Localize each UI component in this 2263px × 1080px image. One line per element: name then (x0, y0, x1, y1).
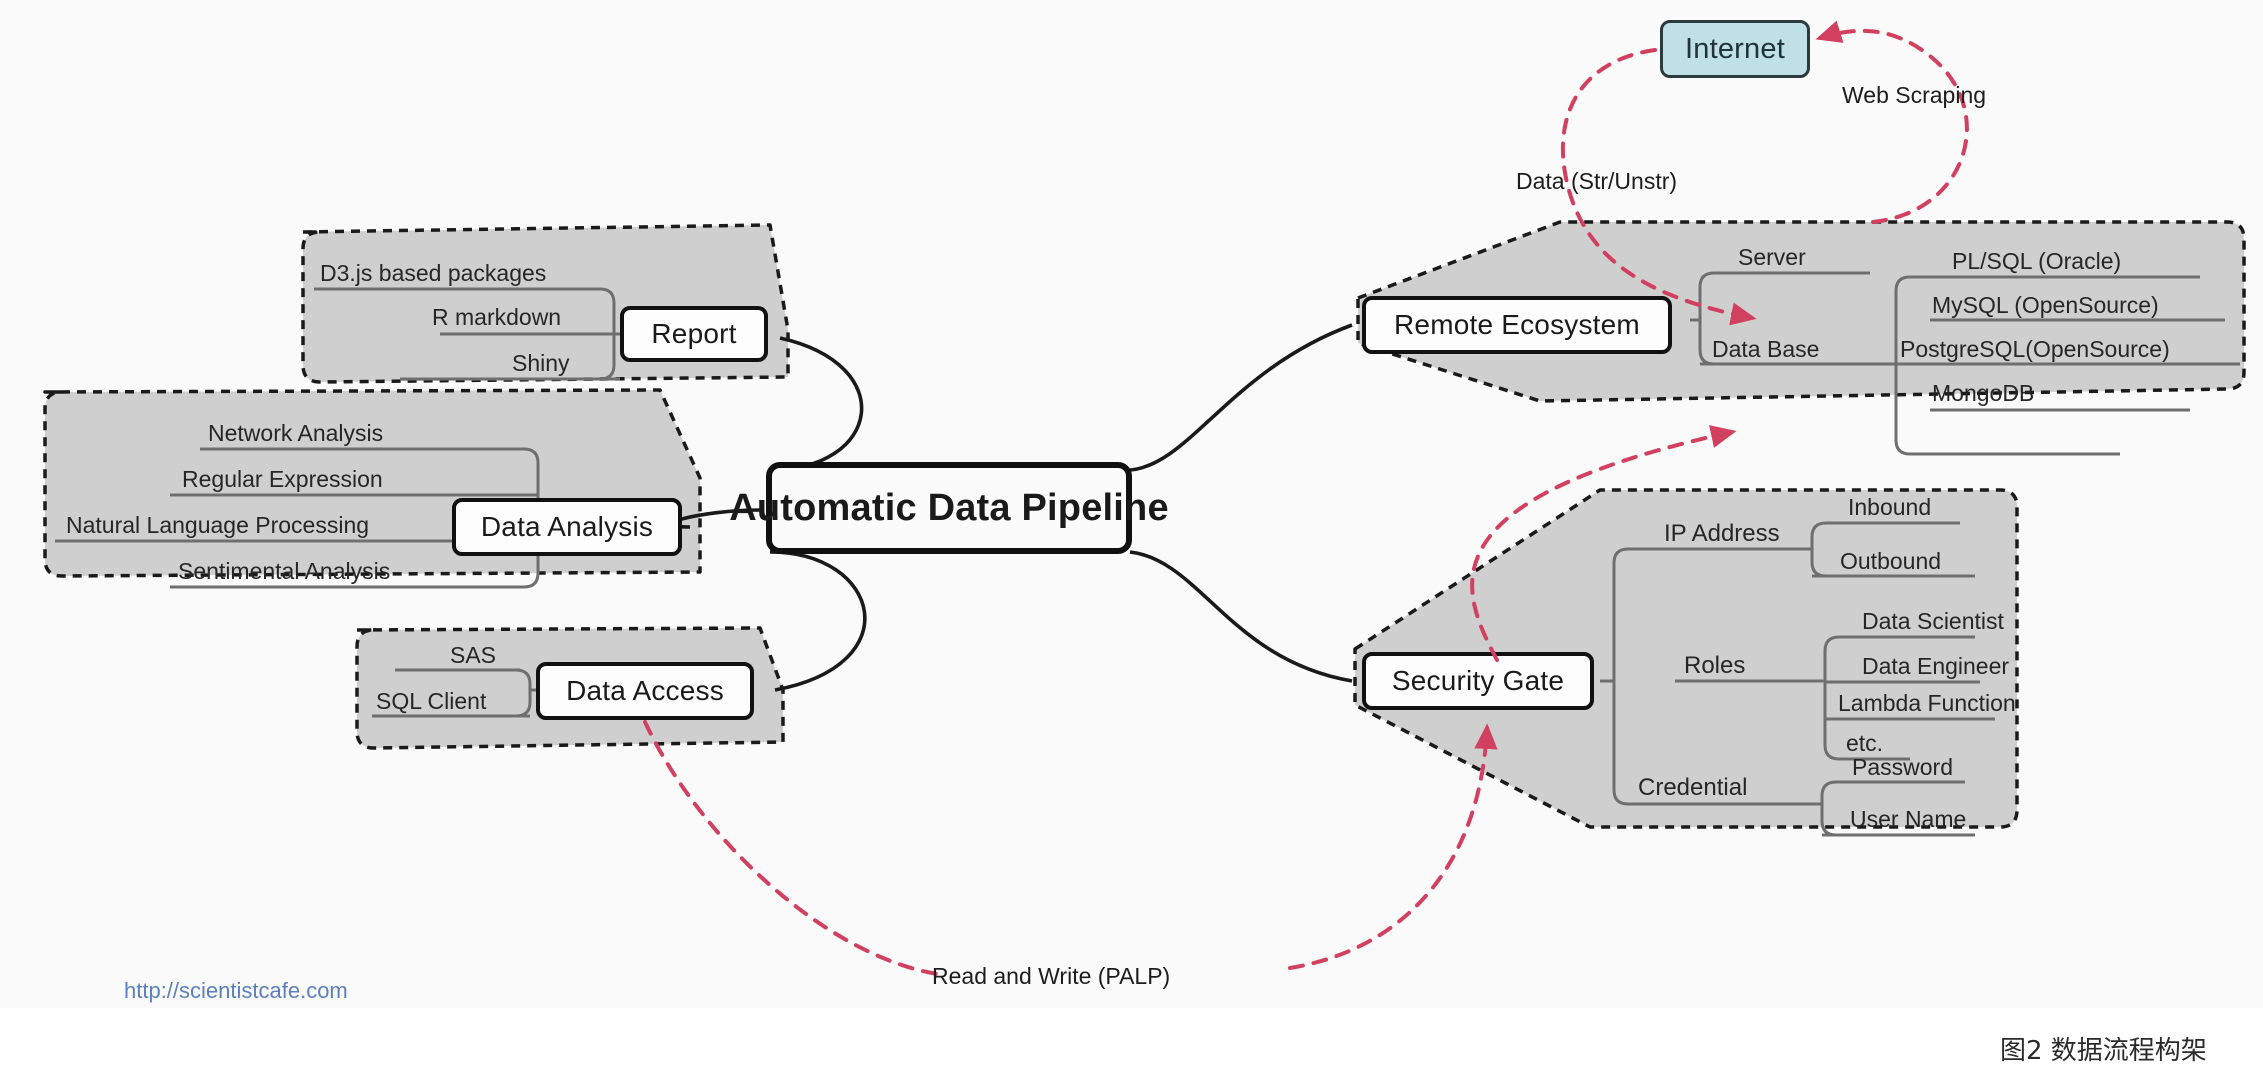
node-label: Report (651, 318, 737, 349)
leaf-report-r-markdown: R markdown (432, 306, 561, 329)
leaf-analysis-sentiment: Sentimental Analysis (178, 560, 390, 583)
leaf-remote-data-base: Data Base (1712, 338, 1819, 361)
leaf-ip-inbound: Inbound (1848, 496, 1931, 519)
node-label: Internet (1685, 32, 1785, 65)
leaf-label: Lambda Function (1838, 690, 2016, 716)
leaf-analysis-regex: Regular Expression (182, 468, 383, 491)
leaf-access-sql-client: SQL Client (376, 690, 486, 713)
leaf-label: Password (1852, 754, 1953, 780)
node-automatic-data-pipeline[interactable]: Automatic Data Pipeline (729, 462, 1169, 554)
flow-arrow-read-write-left (643, 720, 946, 977)
url-text: http://scientistcafe.com (124, 978, 348, 1003)
leaf-security-roles: Roles (1684, 654, 1745, 678)
leaf-label: Outbound (1840, 548, 1942, 574)
security-gate-brackets (1600, 521, 1995, 837)
leaf-label: R markdown (432, 304, 562, 330)
flow-arrow-web-scraping (1815, 20, 1969, 224)
cloud-remote-ecosystem (1356, 220, 2246, 403)
leaf-label: SQL Client (376, 688, 487, 714)
leaf-label: Inbound (1848, 494, 1932, 520)
leaf-label: Server (1738, 244, 1806, 270)
leaf-report-shiny: Shiny (512, 352, 570, 375)
node-data-analysis[interactable]: Data Analysis (452, 498, 682, 556)
leaf-credential-password: Password (1852, 756, 1953, 779)
flow-arrow-data-str-unstr (1560, 48, 1757, 326)
leaf-label: SAS (450, 642, 497, 668)
leaf-role-data-scientist: Data Scientist (1862, 610, 2004, 633)
node-report[interactable]: Report (620, 306, 768, 362)
leaf-label: Regular Expression (182, 466, 383, 492)
leaf-label: Natural Language Processing (66, 512, 370, 538)
node-label: Security Gate (1391, 665, 1565, 696)
leaf-role-data-engineer: Data Engineer (1862, 655, 2009, 678)
leaf-role-etc: etc. (1846, 732, 1883, 755)
leaf-label: Data Engineer (1862, 653, 2010, 679)
leaf-security-ip-address: IP Address (1664, 522, 1780, 546)
flow-arrow-read-write-right (1288, 723, 1498, 970)
caption-text: 图2 数据流程构架 (2000, 1036, 2207, 1066)
center-connectors (669, 323, 1353, 692)
leaf-db-mysql: MySQL (OpenSource) (1932, 294, 2159, 317)
leaf-label: PL/SQL (Oracle) (1952, 248, 2122, 274)
leaf-role-lambda-function: Lambda Function (1838, 692, 2016, 715)
leaf-label: Data Scientist (1862, 608, 2004, 634)
flow-label: Web Scraping (1842, 82, 1987, 108)
leaf-label: IP Address (1664, 520, 1780, 547)
leaf-label: D3.js based packages (320, 260, 547, 286)
leaf-label: Shiny (512, 350, 570, 376)
node-security-gate[interactable]: Security Gate (1362, 652, 1594, 710)
leaf-access-sas: SAS (450, 644, 496, 667)
leaf-db-plsql-oracle: PL/SQL (Oracle) (1952, 250, 2121, 273)
leaf-label: etc. (1846, 730, 1884, 756)
node-data-access[interactable]: Data Access (536, 662, 754, 720)
leaf-security-credential: Credential (1638, 776, 1747, 800)
connector-security-gate (1129, 550, 1353, 683)
node-label: Remote Ecosystem (1394, 309, 1640, 340)
leaf-label: Credential (1638, 774, 1748, 801)
leaf-label: Sentimental Analysis (178, 558, 391, 584)
flow-label: Data (Str/Unstr) (1516, 168, 1678, 194)
leaf-label: MySQL (OpenSource) (1932, 292, 2159, 318)
leaf-ip-outbound: Outbound (1840, 550, 1941, 573)
cloud-security-gate (1353, 488, 2019, 829)
label-read-and-write: Read and Write (PALP) (932, 963, 1170, 990)
connector-remote-ecosystem (1129, 323, 1353, 472)
figure-caption: 图2 数据流程构架 (2000, 1030, 2207, 1067)
node-internet[interactable]: Internet (1660, 20, 1810, 78)
leaf-label: Data Base (1712, 336, 1820, 362)
leaf-label: User Name (1850, 806, 1967, 832)
leaf-credential-user-name: User Name (1850, 808, 1966, 831)
node-label: Data Access (566, 675, 724, 706)
connector-data-access (769, 550, 867, 692)
data-access-brackets (372, 668, 540, 718)
node-label: Data Analysis (480, 511, 654, 542)
leaf-report-d3js: D3.js based packages (320, 262, 546, 285)
leaf-analysis-nlp: Natural Language Processing (66, 514, 369, 537)
label-web-scraping: Web Scraping (1842, 82, 1986, 109)
leaf-label: PostgreSQL(OpenSource) (1900, 336, 2170, 362)
leaf-db-mongodb: MongoDB (1932, 382, 2034, 405)
flow-arrow-security-to-remote (1470, 425, 1737, 662)
leaf-label: Network Analysis (208, 420, 384, 446)
node-remote-ecosystem[interactable]: Remote Ecosystem (1362, 296, 1672, 354)
flow-label: Read and Write (PALP) (932, 963, 1171, 989)
node-label: Automatic Data Pipeline (729, 486, 1169, 529)
label-data-str-unstr: Data (Str/Unstr) (1516, 168, 1677, 195)
leaf-label: Roles (1684, 652, 1746, 679)
leaf-label: MongoDB (1932, 380, 2035, 406)
remote-ecosystem-brackets (1690, 271, 2240, 456)
leaf-remote-server: Server (1738, 246, 1806, 269)
leaf-db-postgresql: PostgreSQL(OpenSource) (1900, 338, 2170, 361)
leaf-analysis-network: Network Analysis (208, 422, 383, 445)
source-url[interactable]: http://scientistcafe.com (124, 978, 348, 1004)
